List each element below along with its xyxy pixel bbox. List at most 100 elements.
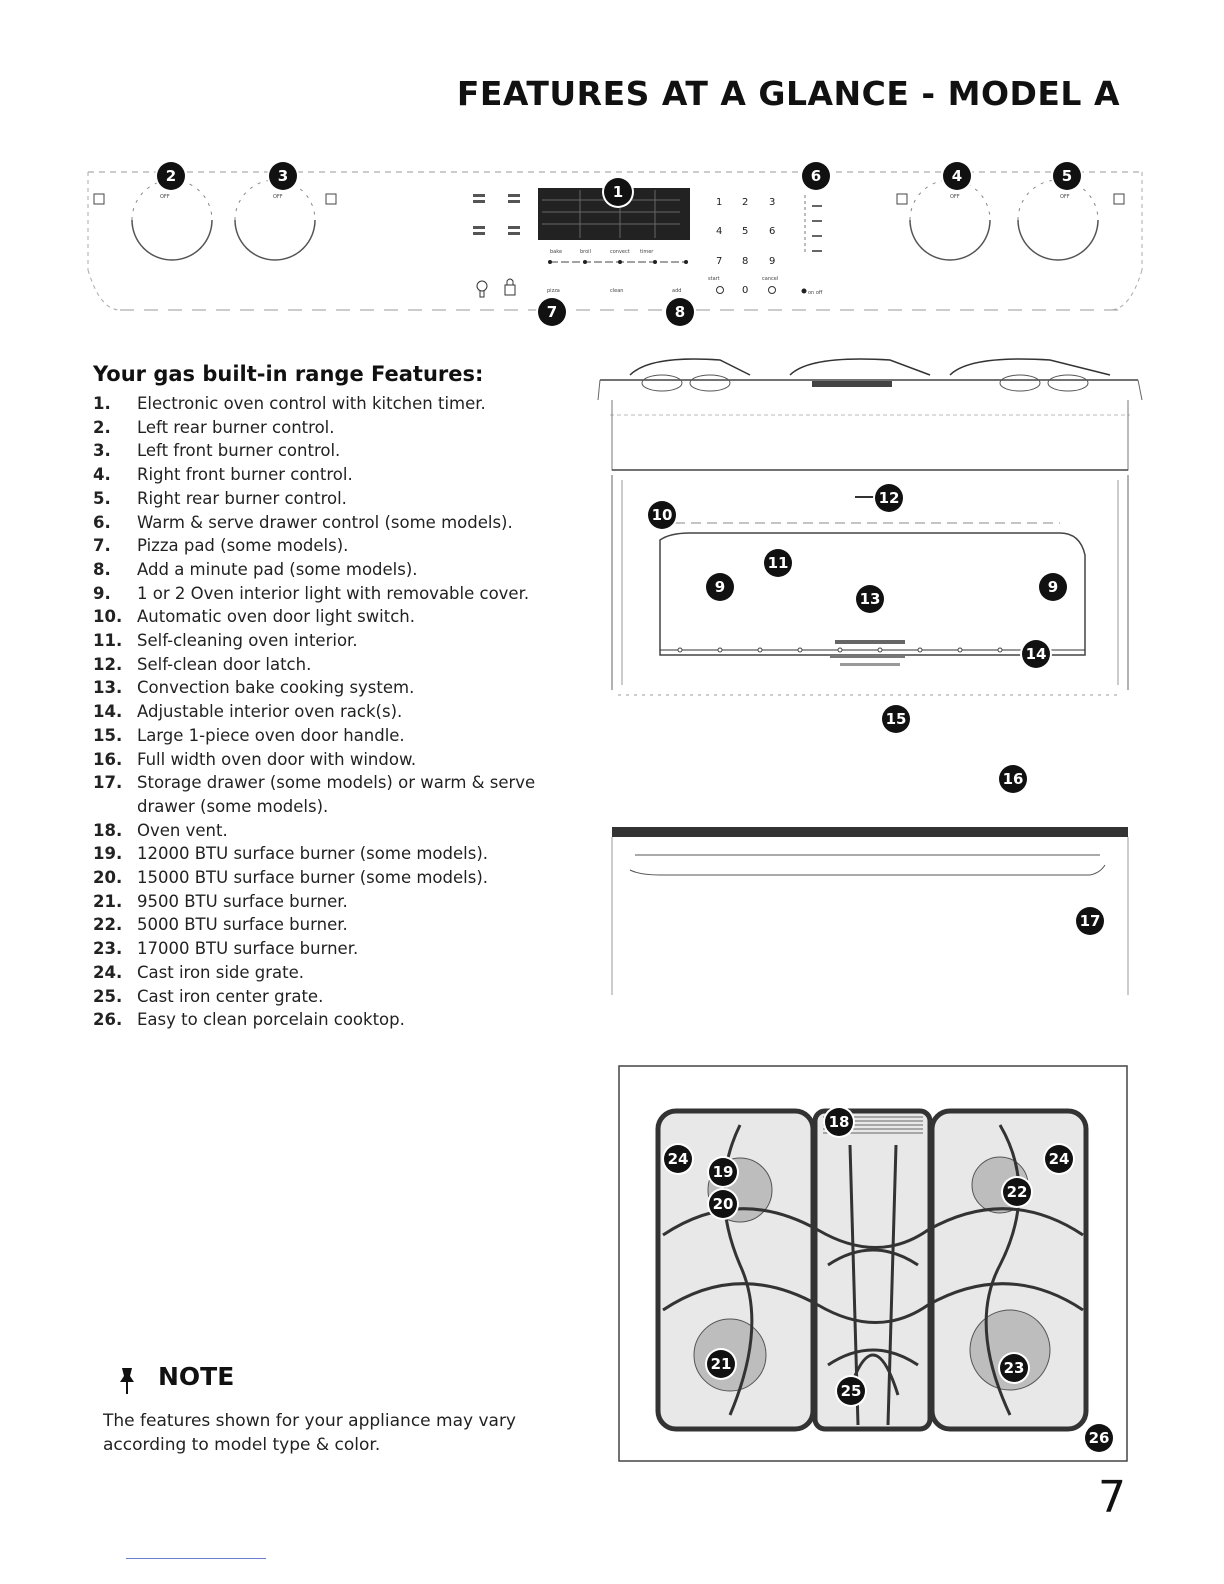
feature-number: 7.	[93, 536, 111, 556]
feature-number: 20.	[93, 868, 123, 888]
feature-item: 20.15000 BTU surface burner (some models…	[93, 866, 573, 890]
keypad-key: 9	[769, 256, 775, 267]
feature-text: Automatic oven door light switch.	[137, 607, 416, 627]
pad-label-clean: clean	[610, 288, 623, 294]
keypad-key: 1	[716, 197, 722, 208]
feature-item: 3. Left front burner control.	[93, 439, 573, 463]
feature-number: 14.	[93, 702, 123, 722]
burner-indicator-icon	[325, 193, 337, 205]
callout-19: 19	[709, 1158, 737, 1186]
callout-11: 11	[764, 549, 792, 577]
feature-number: 4.	[93, 465, 111, 485]
feature-number: 1.	[93, 394, 111, 413]
feature-number: 12.	[93, 654, 123, 674]
feature-text: Easy to clean porcelain cooktop.	[137, 1010, 405, 1030]
feature-text: Self-cleaning oven interior.	[137, 631, 358, 651]
feature-number: 13.	[93, 678, 123, 698]
feature-number: 9.	[93, 583, 111, 603]
feature-item: 7. Pizza pad (some models).	[93, 534, 573, 558]
feature-number: 19.	[93, 844, 123, 864]
feature-item: 25.Cast iron center grate.	[93, 985, 573, 1009]
feature-number: 25.	[93, 986, 123, 1006]
callout-24b: 24	[1045, 1145, 1073, 1173]
feature-item: 23.17000 BTU surface burner.	[93, 937, 573, 961]
keypad-key: 8	[742, 256, 748, 267]
burner-indicator-icon	[93, 193, 105, 205]
feature-number: 2.	[93, 417, 111, 437]
feature-item: 16.Full width oven door with window.	[93, 748, 573, 772]
keypad-key: 7	[716, 256, 722, 267]
keypad-key: 0	[742, 285, 748, 296]
feature-number: 5.	[93, 488, 111, 508]
feature-text: Storage drawer (some models) or warm & s…	[137, 773, 536, 816]
feature-text: 1 or 2 Oven interior light with removabl…	[137, 583, 530, 603]
note-text: The features shown for your appliance ma…	[103, 1411, 516, 1455]
knob-off-label: OFF	[273, 194, 283, 200]
pad-label-timer: timer	[640, 249, 654, 255]
pad-label-broil: broil	[580, 249, 591, 255]
feature-item: 9. 1 or 2 Oven interior light with remova…	[93, 582, 573, 606]
feature-text: Oven vent.	[137, 820, 228, 840]
feature-item: 2.Left rear burner control.	[93, 416, 573, 440]
feature-text: Large 1-piece oven door handle.	[137, 725, 405, 745]
feature-number: 21.	[93, 891, 123, 911]
feature-text: Full width oven door with window.	[137, 749, 417, 769]
callout-12: 12	[875, 484, 903, 512]
feature-item: 8. Add a minute pad (some models).	[93, 558, 573, 582]
feature-text: Electronic oven control with kitchen tim…	[137, 394, 486, 413]
keypad-key: 2	[742, 197, 748, 208]
feature-text: Self-clean door latch.	[137, 654, 312, 674]
feature-item: 14.Adjustable interior oven rack(s).	[93, 700, 573, 724]
pad-label-add: add	[672, 288, 681, 294]
note-heading: NOTE	[158, 1362, 235, 1391]
feature-text: 5000 BTU surface burner.	[137, 915, 348, 935]
knob-off-label: OFF	[950, 194, 960, 200]
callout-16: 16	[999, 765, 1027, 793]
callout-9b: 9	[1039, 573, 1067, 601]
callout-23: 23	[1000, 1354, 1028, 1382]
feature-item: 18. Oven vent.	[93, 819, 573, 843]
knob-off-label: OFF	[160, 194, 170, 200]
feature-item: 5.Right rear burner control.	[93, 487, 573, 511]
callout-10: 10	[648, 501, 676, 529]
feature-text: Warm & serve drawer control (some models…	[137, 512, 513, 532]
page-title: FEATURES AT A GLANCE - MODEL A	[456, 74, 1120, 113]
feature-number: 10.	[93, 607, 123, 627]
feature-text: Pizza pad (some models).	[137, 536, 349, 556]
feature-text: 9500 BTU surface burner.	[137, 891, 348, 911]
feature-text: Left front burner control.	[137, 441, 341, 461]
feature-item: 17.Storage drawer (some models) or warm …	[93, 771, 573, 818]
control-panel-illustration: OFF OFF OFF OFF bake broil convect pizza…	[87, 171, 1143, 311]
callout-6: 6	[802, 162, 830, 190]
feature-number: 6.	[93, 512, 111, 532]
callout-24: 24	[664, 1145, 692, 1173]
lock-icon	[504, 278, 516, 296]
callout-1: 1	[604, 178, 632, 206]
feature-number: 18.	[93, 820, 123, 840]
feature-text: Right front burner control.	[137, 465, 353, 485]
callout-14: 14	[1022, 640, 1050, 668]
feature-item: 26.Easy to clean porcelain cooktop.	[93, 1008, 573, 1032]
feature-number: 3.	[93, 441, 111, 461]
callout-13: 13	[856, 585, 884, 613]
pad-label-pizza: pizza	[547, 288, 560, 294]
keypad-key: 3	[769, 197, 775, 208]
feature-item: 15.Large 1-piece oven door handle.	[93, 724, 573, 748]
feature-number: 23.	[93, 939, 123, 959]
callout-7: 7	[538, 298, 566, 326]
feature-text: 12000 BTU surface burner (some models).	[137, 844, 488, 864]
features-list: 1. Electronic oven control with kitchen t…	[93, 392, 573, 1032]
pushpin-icon	[120, 1368, 134, 1394]
knob-right-rear	[1017, 179, 1099, 261]
callout-5: 5	[1053, 162, 1081, 190]
pad-label-on-off: on off	[808, 290, 823, 296]
feature-text: Add a minute pad (some models).	[137, 559, 418, 579]
feature-number: 8.	[93, 559, 111, 579]
callout-22: 22	[1003, 1178, 1031, 1206]
feature-number: 22.	[93, 915, 123, 935]
burner-indicator-icon	[896, 193, 908, 205]
callout-3: 3	[269, 162, 297, 190]
feature-text: Cast iron side grate.	[137, 962, 305, 982]
knob-left-front	[234, 179, 316, 261]
pad-label-cancel: cancel	[762, 276, 778, 282]
